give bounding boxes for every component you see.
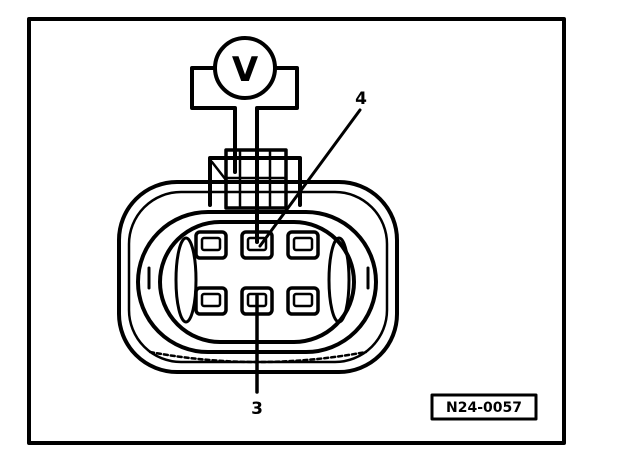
voltmeter-lead-right: [256, 66, 299, 110]
figure-reference-box: [430, 393, 538, 421]
coding-slot-left: [174, 236, 198, 324]
pin-bottom-1: [194, 286, 228, 316]
latch-diagonal: [210, 160, 228, 182]
callout-label-4: 4: [355, 89, 367, 109]
figure-reference: N24-0057: [446, 400, 522, 416]
callout-leader-4: [258, 108, 362, 248]
voltmeter-lead-left: [190, 66, 237, 174]
voltmeter: V: [190, 36, 299, 174]
figure-frame: [27, 17, 566, 445]
pin-top-3: [286, 230, 320, 260]
coding-slot-right: [327, 236, 351, 324]
pin-top-1: [194, 230, 228, 260]
callout-label-3: 3: [251, 399, 263, 419]
pin-bottom-3: [286, 286, 320, 316]
voltmeter-symbol: V: [232, 50, 259, 90]
